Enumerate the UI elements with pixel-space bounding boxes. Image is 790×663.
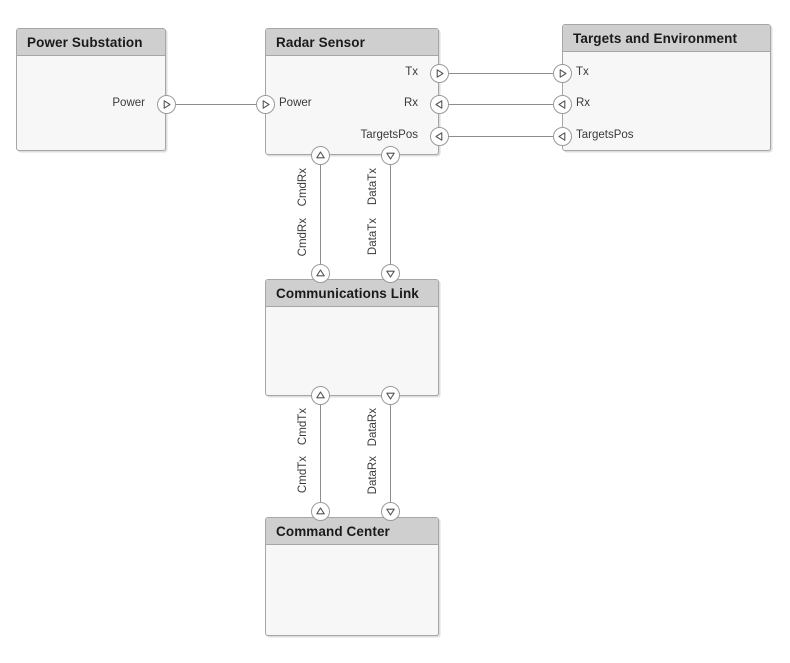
port-label-communications-link-cmdrx: CmdRx [297,218,309,257]
port-label-targets-tx: Tx [576,66,589,78]
port-targets-targetspos[interactable] [553,127,572,146]
block-title-communications-link: Communications Link [266,280,438,307]
port-communications-link-cmdrx[interactable] [311,264,330,283]
triangle-left-icon [558,132,566,141]
port-label-communications-link-datatx: DataTx [367,218,379,256]
block-targets-and-environment[interactable]: Targets and Environment [562,24,771,151]
triangle-right-icon [163,100,171,109]
block-title-radar-sensor: Radar Sensor [266,29,438,56]
triangle-up-icon [316,507,325,515]
triangle-right-icon [436,69,444,78]
block-title-power-substation: Power Substation [17,29,165,56]
port-command-center-cmdtx[interactable] [311,502,330,521]
port-targets-tx[interactable] [553,64,572,83]
port-power-substation-power-out[interactable] [157,95,176,114]
port-label-radar-sensor-rx: Rx [403,97,418,109]
port-radar-sensor-tx[interactable] [430,64,449,83]
triangle-left-icon [435,100,443,109]
port-radar-sensor-cmdrx[interactable] [311,146,330,165]
port-command-center-datarx[interactable] [381,502,400,521]
triangle-left-icon [435,132,443,141]
triangle-down-icon [386,270,395,278]
block-power-substation[interactable]: Power Substation [16,28,166,151]
triangle-right-icon [262,100,270,109]
block-radar-sensor[interactable]: Radar Sensor [265,28,439,155]
connection-tx[interactable] [448,73,553,74]
port-label-command-center-cmdtx: CmdTx [297,456,309,494]
port-label-targets-targetspos: TargetsPos [576,129,634,141]
block-command-center[interactable]: Command Center [265,517,439,636]
port-label-radar-sensor-datatx: DataTx [367,168,379,206]
connection-power[interactable] [176,104,256,105]
connection-targetspos[interactable] [448,136,553,137]
port-communications-link-datatx[interactable] [381,264,400,283]
port-targets-rx[interactable] [553,95,572,114]
triangle-down-icon [386,392,395,400]
connection-rx[interactable] [448,104,553,105]
connection-datarx[interactable] [390,401,391,511]
port-label-targets-rx: Rx [576,97,591,109]
port-label-radar-sensor-tx: Tx [405,66,418,78]
port-communications-link-datarx[interactable] [381,386,400,405]
triangle-right-icon [559,69,567,78]
port-label-radar-sensor-cmdrx: CmdRx [297,168,309,207]
connection-cmdtx[interactable] [320,401,321,511]
port-radar-sensor-rx[interactable] [430,95,449,114]
triangle-down-icon [386,152,395,160]
port-label-radar-sensor-power: Power [279,97,312,109]
triangle-up-icon [316,269,325,277]
connection-cmdrx[interactable] [320,163,321,273]
port-radar-sensor-datatx[interactable] [381,146,400,165]
port-label-communications-link-datarx: DataRx [367,408,379,447]
block-title-command-center: Command Center [266,518,438,545]
triangle-up-icon [316,391,325,399]
port-label-radar-sensor-targetspos: TargetsPos [360,129,418,141]
port-radar-sensor-targetspos[interactable] [430,127,449,146]
block-title-targets-and-environment: Targets and Environment [563,25,770,52]
block-communications-link[interactable]: Communications Link [265,279,439,396]
port-label-communications-link-cmdtx: CmdTx [297,408,309,446]
port-label-power-substation-power: Power [112,97,145,109]
connection-datatx[interactable] [390,163,391,273]
triangle-down-icon [386,508,395,516]
triangle-left-icon [558,100,566,109]
port-radar-sensor-power-in[interactable] [256,95,275,114]
port-label-command-center-datarx: DataRx [367,456,379,495]
triangle-up-icon [316,151,325,159]
port-communications-link-cmdtx[interactable] [311,386,330,405]
